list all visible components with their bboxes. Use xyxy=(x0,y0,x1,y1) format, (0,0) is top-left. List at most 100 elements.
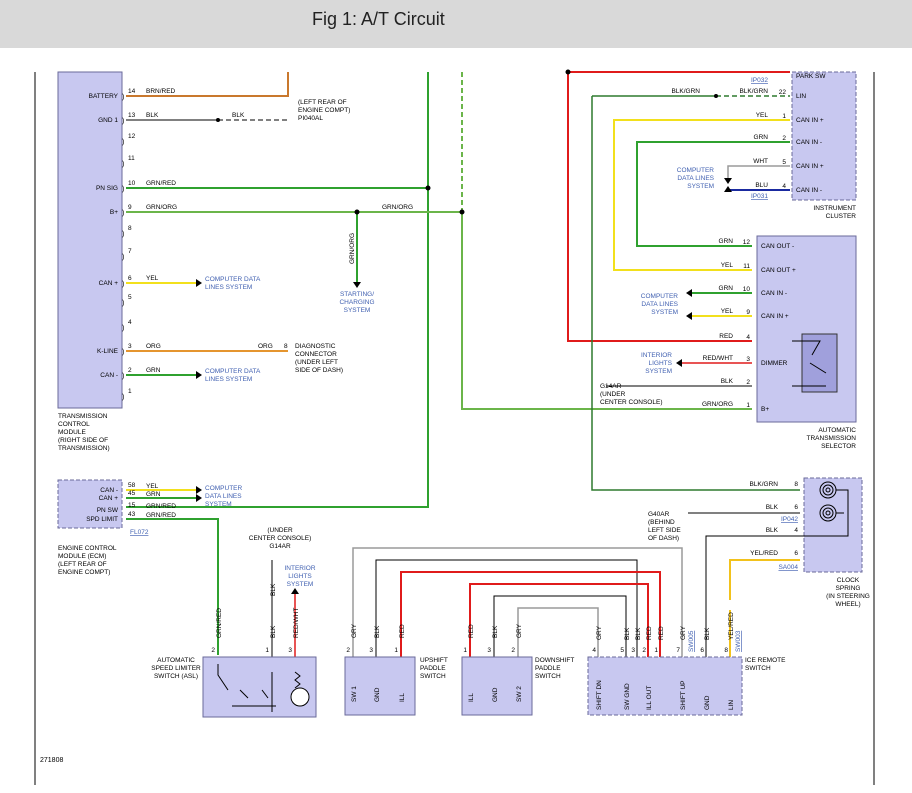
tcm-cdl2-label: COMPUTER DATA xyxy=(205,368,261,375)
asl-title-line: SPEED LIMITER xyxy=(151,665,201,672)
asl-gnd-label: CENTER CONSOLE) xyxy=(249,535,311,542)
ice-title-line: SWITCH xyxy=(745,665,771,672)
downshift-switch-module xyxy=(461,656,533,716)
diag-connector-label: DIAGNOSTIC xyxy=(295,343,336,350)
asl-interior-label: SYSTEM xyxy=(287,581,314,588)
wire-yel-cluster xyxy=(613,119,790,271)
selector-cdl-label: COMPUTER xyxy=(641,293,679,300)
paddle-pin-wire: RED xyxy=(399,624,406,638)
wire-grn-cluster xyxy=(636,141,790,247)
tcm-pin-number: 4 xyxy=(128,319,132,326)
cluster-cdl-label: COMPUTER xyxy=(677,167,715,174)
arrow-icon xyxy=(724,186,732,192)
tcm-pin-label: PN SIG xyxy=(96,185,118,192)
cluster-title-line: INSTRUMENT xyxy=(813,205,856,212)
paddle-pin-label: ILL xyxy=(399,693,406,702)
cluster-pin-number: 2 xyxy=(782,135,786,142)
connector-mark: ) xyxy=(122,281,124,288)
cluster-pin-wire: GRN xyxy=(754,134,769,141)
asl-pin-number: 3 xyxy=(288,647,292,654)
clock-pin-number: 4 xyxy=(794,527,798,534)
paddle-title-line: PADDLE xyxy=(535,665,561,672)
selector-title-line: TRANSMISSION xyxy=(807,435,857,442)
connector-mark: ) xyxy=(122,118,124,125)
clock-spring-coil-1 xyxy=(819,481,837,499)
connector-mark: ) xyxy=(122,139,124,146)
ecm-pin-wire: GRN xyxy=(146,491,161,498)
ice-pin-number: 2 xyxy=(642,647,646,654)
ice-remote-switch-module xyxy=(587,656,743,716)
paddle-pin-number: 2 xyxy=(511,647,515,654)
cluster-pin-label: CAN IN - xyxy=(796,139,822,146)
clock-title-line: CLOCK xyxy=(837,577,860,584)
ice-pin-wire: GRY xyxy=(680,625,687,640)
cluster-pin-wire: BLK/GRN xyxy=(739,88,768,95)
starting-label: SYSTEM xyxy=(344,307,371,314)
clock-gnd-label: (BEHIND xyxy=(648,519,675,526)
ice-pin-label: ILL OUT xyxy=(646,686,653,710)
wire-tcm-battery xyxy=(126,72,289,97)
selector-pin-number: 12 xyxy=(743,239,751,246)
wire-blkgrn-clock xyxy=(591,96,800,491)
wire-red-downshift xyxy=(469,583,649,660)
ecm-cdl-label: SYSTEM xyxy=(205,501,232,508)
ecm-title-line: ENGINE COMPT) xyxy=(58,569,110,576)
tcm-pin-number: 5 xyxy=(128,294,132,301)
clock-gnd-label: LEFT SIDE xyxy=(648,527,681,534)
paddle-pin-number: 2 xyxy=(346,647,350,654)
ecm-pin-number: 15 xyxy=(128,502,136,509)
starting-label: CHARGING xyxy=(339,299,374,306)
selector-interior-label: LIGHTS xyxy=(649,360,673,367)
wire-grn-red-trunk xyxy=(126,72,429,508)
cluster-pin-wire: BLU xyxy=(755,182,768,189)
tcm-pin-wire: GRN/ORG xyxy=(146,204,177,211)
cluster-pin-label: CAN IN + xyxy=(796,117,824,124)
ice-title-line: ICE REMOTE xyxy=(745,657,786,664)
cluster-lin-wire: BLK/GRN xyxy=(671,88,700,95)
selector-pin-number: 1 xyxy=(746,402,750,409)
selector-pin-label: B+ xyxy=(761,406,769,413)
tcm-pin-number: 8 xyxy=(128,225,132,232)
paddle-pin-label: GND xyxy=(492,687,499,702)
paddle-title-line: SWITCH xyxy=(420,673,446,680)
tcm-gnd-note: PI040AL xyxy=(298,115,323,122)
clock-ref-mid: IP042 xyxy=(781,516,798,523)
ice-pin-number: 1 xyxy=(654,647,658,654)
arrow-icon xyxy=(724,178,732,184)
tcm-gnd-note: (LEFT REAR OF xyxy=(298,99,347,106)
ecm-ref: FL072 xyxy=(130,529,149,536)
tcm-pin-wire: BLK xyxy=(146,112,159,119)
selector-module xyxy=(756,235,857,423)
asl-pin-wire: RED/WHT xyxy=(293,608,300,638)
selector-pin-number: 10 xyxy=(743,286,751,293)
tcm-pin-label: CAN - xyxy=(100,372,118,379)
ecm-pin-number: 58 xyxy=(128,482,136,489)
paddle-pin-wire: GRY xyxy=(516,623,523,638)
ice-pin-wire: GRY xyxy=(596,625,603,640)
tcm-pin-number: 6 xyxy=(128,275,132,282)
cluster-pin-number: 4 xyxy=(782,183,786,190)
ecm-pin-wire: YEL xyxy=(146,483,159,490)
ice-pin-wire: BLK xyxy=(704,627,711,640)
paddle-pin-number: 3 xyxy=(369,647,373,654)
paddle-pin-number: 1 xyxy=(463,647,467,654)
tcm-pin-label: GND 1 xyxy=(98,117,118,124)
clock-pin-number: 8 xyxy=(794,481,798,488)
ice-pin-number: 5 xyxy=(620,647,624,654)
selector-pin-wire: YEL xyxy=(721,262,734,269)
cluster-pin-label: CAN IN + xyxy=(796,163,824,170)
diag-connector-label: (UNDER LEFT xyxy=(295,359,338,366)
asl-pin-number: 2 xyxy=(211,647,215,654)
diag-wire-label: ORG xyxy=(258,343,273,350)
connector-mark: ) xyxy=(122,231,124,238)
ecm-pin-number: 45 xyxy=(128,490,136,497)
tcm-title-line: TRANSMISSION) xyxy=(58,445,110,452)
paddle-pin-label: SW 1 xyxy=(351,686,358,702)
paddle-title-line: DOWNSHIFT xyxy=(535,657,574,664)
